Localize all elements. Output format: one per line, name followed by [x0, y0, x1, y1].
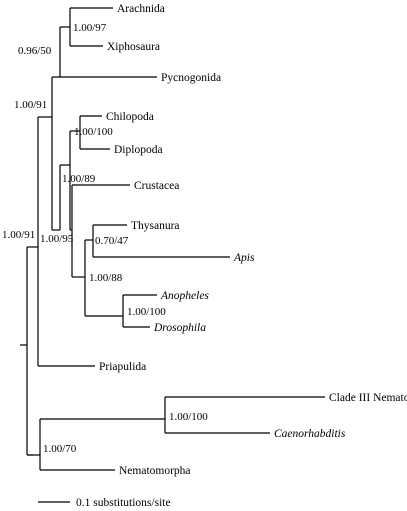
- taxon-clade3-nematoda: Clade III Nematoda: [329, 392, 407, 404]
- taxon-drosophila: Drosophila: [153, 322, 206, 334]
- support-insects-inner: 0.70/47: [95, 235, 129, 247]
- support-chelicerata: 1.00/91: [14, 99, 47, 111]
- scale-label: 0.1 substitutions/site: [76, 497, 171, 509]
- support-arachnida-xiphosaura: 1.00/97: [73, 22, 107, 34]
- support-chelicerata-inner: 0.96/50: [18, 45, 52, 57]
- taxon-nematomorpha: Nematomorpha: [119, 465, 191, 477]
- taxon-apis: Apis: [233, 252, 255, 264]
- support-mandibulata: 1.00/89: [62, 173, 96, 185]
- taxon-anopheles: Anopheles: [160, 290, 209, 302]
- taxon-priapulida: Priapulida: [99, 361, 146, 373]
- support-myriapoda: 1.00/100: [74, 126, 113, 138]
- support-nematodes: 1.00/100: [169, 411, 208, 423]
- taxon-pycnogonida: Pycnogonida: [161, 72, 221, 84]
- support-nematoida: 1.00/70: [43, 443, 77, 455]
- support-main-node: 1.00/91: [2, 229, 35, 241]
- taxon-chilopoda: Chilopoda: [106, 111, 154, 123]
- taxon-diplopoda: Diplopoda: [114, 144, 163, 156]
- taxon-arachnida: Arachnida: [117, 3, 165, 15]
- support-arthropoda: 1.00/95: [40, 233, 74, 245]
- support-insects: 1.00/88: [89, 272, 123, 284]
- support-diptera: 1.00/100: [127, 306, 166, 318]
- taxon-thysanura: Thysanura: [131, 220, 180, 232]
- taxon-crustacea: Crustacea: [134, 180, 179, 192]
- taxon-caenorhabditis: Caenorhabditis: [274, 428, 346, 440]
- taxon-xiphosaura: Xiphosaura: [107, 41, 160, 53]
